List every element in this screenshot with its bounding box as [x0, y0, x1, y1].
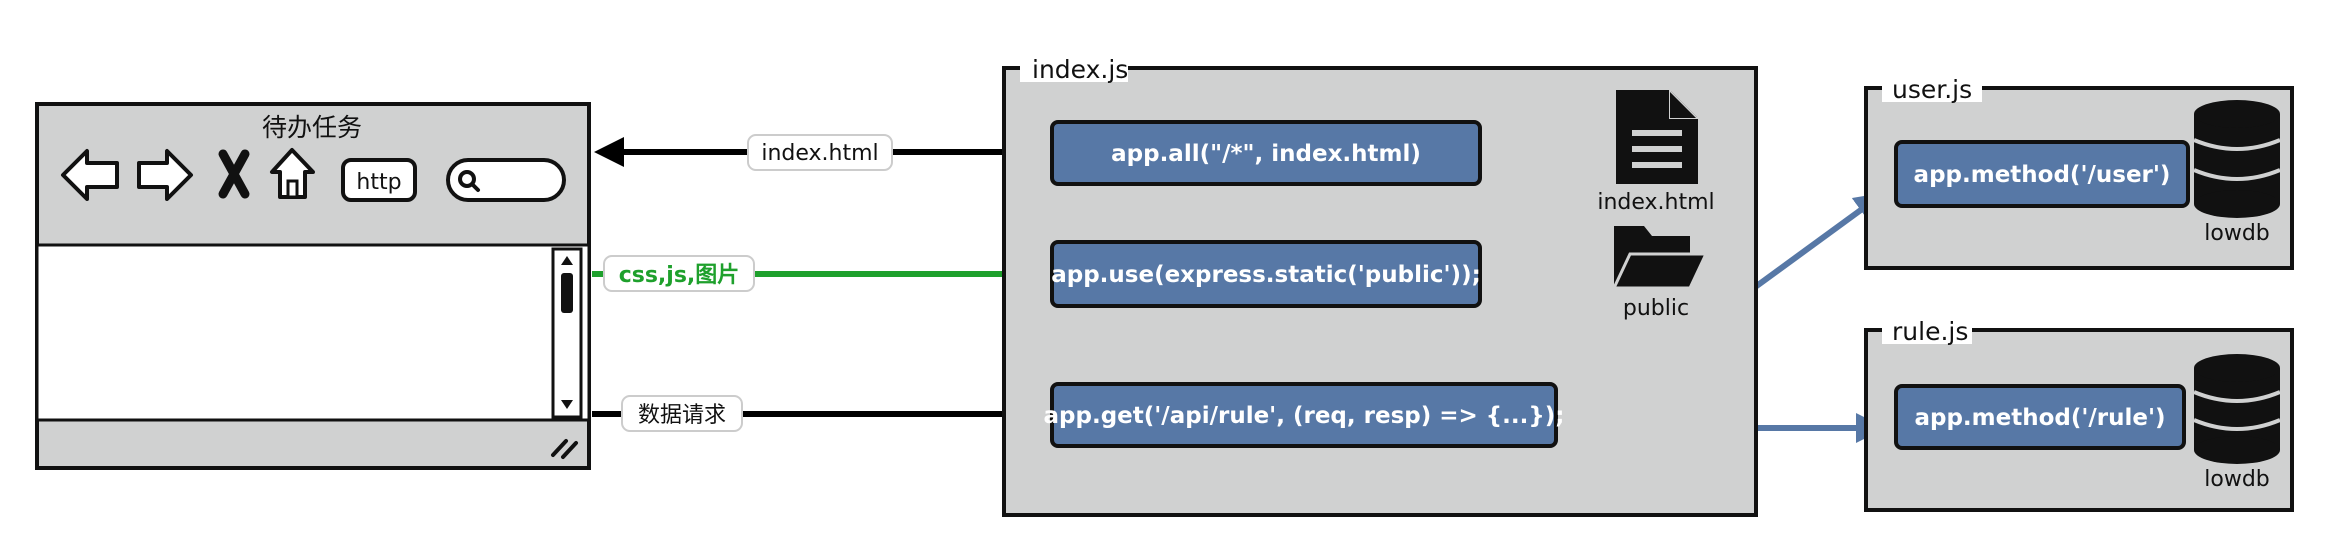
route-box-all[interactable]: app.all("/*", index.html)	[1050, 120, 1482, 186]
database-icon	[2193, 100, 2281, 218]
search-input[interactable]	[446, 158, 566, 202]
database-icon	[2193, 354, 2281, 464]
document-icon	[1616, 90, 1698, 184]
route-box-rule[interactable]: app.method('/rule')	[1894, 384, 2186, 450]
edge-label-static: css,js,图片	[619, 263, 740, 288]
route-box-static[interactable]: app.use(express.static('public'));	[1050, 240, 1482, 308]
edge-data-request: 数据请求	[592, 395, 1054, 432]
route-static-label: app.use(express.static('public'));	[1051, 262, 1481, 288]
rule-db-label: lowdb	[2204, 467, 2270, 492]
route-user-label: app.method('/user')	[1914, 162, 2171, 188]
user-js-frame: user.js app.method('/user') lowdb	[1864, 74, 2294, 270]
arrow-left-icon[interactable]	[61, 149, 119, 201]
rule-js-frame: rule.js app.method('/rule') lowdb	[1864, 316, 2294, 512]
home-icon[interactable]	[270, 148, 315, 199]
scrollbar[interactable]	[551, 247, 583, 419]
edge-label-index-html: index.html	[761, 141, 878, 166]
edge-label-data-request: 数据请求	[638, 403, 726, 428]
route-box-api-rule[interactable]: app.get('/api/rule', (req, resp) => {...…	[1044, 382, 1565, 448]
document-icon-label: index.html	[1597, 190, 1714, 215]
route-all-label: app.all("/*", index.html)	[1111, 141, 1421, 167]
route-box-user[interactable]: app.method('/user')	[1894, 140, 2190, 208]
browser-title: 待办任务	[262, 113, 362, 142]
arrow-right-icon[interactable]	[137, 149, 193, 201]
user-db-label: lowdb	[2204, 221, 2270, 246]
index-js-title: index.js	[1032, 55, 1128, 84]
folder-icon-label: public	[1623, 296, 1689, 321]
close-icon[interactable]	[218, 149, 250, 199]
route-api-rule-label: app.get('/api/rule', (req, resp) => {...…	[1044, 403, 1565, 429]
http-button-label: http	[356, 170, 401, 195]
http-button[interactable]: http	[341, 158, 417, 202]
rule-js-title: rule.js	[1892, 317, 1968, 346]
search-icon	[458, 170, 480, 192]
edge-static: css,js,图片	[592, 255, 1054, 292]
user-js-title: user.js	[1892, 75, 1972, 104]
edge-index-html: index.html	[594, 134, 1054, 171]
folder-icon	[1611, 226, 1709, 290]
resize-grip-icon[interactable]	[551, 439, 578, 459]
index-js-frame: index.js app.all("/*", index.html) app.u…	[1002, 54, 1758, 517]
route-rule-label: app.method('/rule')	[1914, 405, 2165, 431]
browser-window: 待办任务 http	[35, 102, 591, 470]
